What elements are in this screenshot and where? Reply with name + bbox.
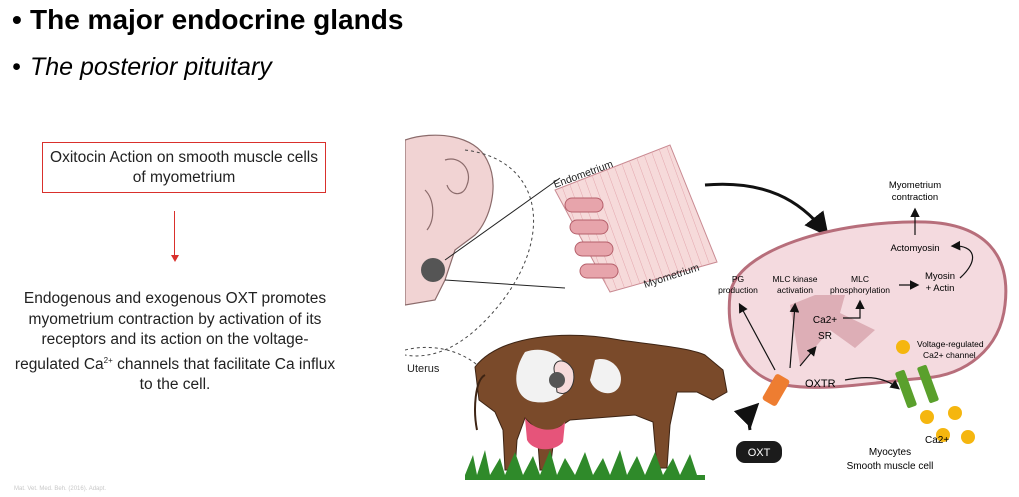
arrow-to-mlc-kinase xyxy=(789,302,800,369)
pg-label-1: PG xyxy=(732,274,744,284)
citation-footer: Mat. Vet. Med. Beh. (2016). Adapt. xyxy=(14,486,107,492)
myocytes-label-1: Myocytes xyxy=(869,447,911,458)
bullet-heading-1: •The major endocrine glands xyxy=(12,4,404,35)
ca-sr-label-1: Ca2+ xyxy=(813,315,837,326)
desc-post: channels that facilitate Ca influx to th… xyxy=(112,355,336,394)
arrow-to-pg xyxy=(738,302,776,371)
mlc-kinase-label-1: MLC kinase xyxy=(773,274,818,284)
arrow-ca-to-mlc xyxy=(843,299,865,319)
ca-dot-2 xyxy=(948,406,962,420)
grass xyxy=(465,450,705,480)
myosin-actin-label-2: + Actin xyxy=(926,283,955,294)
ca-dot-1 xyxy=(920,410,934,424)
myosin-actin-label-1: Myosin xyxy=(925,271,955,282)
oxytocin-figure: Uterus Endometrium Myometrium Myometrium… xyxy=(405,134,1008,480)
mlc-kinase-label-2: activation xyxy=(777,285,813,295)
desc-pre: Endogenous and exogenous OXT promotes my… xyxy=(14,290,327,373)
oxytocin-title-box: Oxitocin Action on smooth muscle cells o… xyxy=(42,142,326,193)
oxtr-label: OXTR xyxy=(805,378,836,390)
oxt-arrow xyxy=(733,402,760,431)
desc-sup: 2+ xyxy=(103,355,113,365)
cow-illustration xyxy=(474,334,728,471)
uterus-label: Uterus xyxy=(407,363,440,375)
down-arrow-line xyxy=(174,211,175,255)
zoom-line-upper xyxy=(444,177,561,261)
bullet-1-text: The major endocrine glands xyxy=(30,4,404,35)
uterine-tissue xyxy=(554,144,718,293)
mlc-phos-label-2: phosphorylation xyxy=(830,285,890,295)
pg-label-2: production xyxy=(718,285,758,295)
zoom-line-lower xyxy=(444,279,566,289)
contraction-label-1: Myometrium xyxy=(889,180,941,191)
description-text: Endogenous and exogenous OXT promotes my… xyxy=(12,289,338,396)
ca2-label: Ca2+ xyxy=(925,435,949,446)
bullet-2-text: The posterior pituitary xyxy=(30,53,272,81)
oxytocin-title-text: Oxitocin Action on smooth muscle cells o… xyxy=(50,148,318,186)
down-arrow-head-icon xyxy=(171,255,179,262)
mlc-phos-label-1: MLC xyxy=(851,274,869,284)
ca-dot-3 xyxy=(936,428,950,442)
contraction-label-2: contraction xyxy=(892,192,938,203)
oxt-badge xyxy=(736,441,782,463)
oxtr-receptor xyxy=(762,374,790,406)
arrow-to-channel xyxy=(844,377,900,390)
pituitary-gland xyxy=(421,258,445,282)
head-silhouette xyxy=(405,134,494,306)
voltage-label-1: Voltage-regulated xyxy=(917,339,984,349)
ca-dot-legend xyxy=(896,340,910,354)
bullet-heading-2: •The posterior pituitary xyxy=(12,53,272,81)
dashed-curve xyxy=(405,149,535,357)
voltage-ca-channel xyxy=(895,364,939,409)
arrow-to-actomyosin xyxy=(950,240,974,279)
ca-sr-label-2: SR xyxy=(818,331,832,342)
myocytes-label-2: Smooth muscle cell xyxy=(847,461,934,472)
ca-dot-4 xyxy=(961,430,975,444)
oxt-label: OXT xyxy=(748,447,771,459)
voltage-label-2: Ca2+ channel xyxy=(923,350,976,360)
actomyosin-label: Actomyosin xyxy=(890,243,939,254)
arrow-to-sr xyxy=(799,346,817,367)
zoom-arrow xyxy=(704,182,829,237)
